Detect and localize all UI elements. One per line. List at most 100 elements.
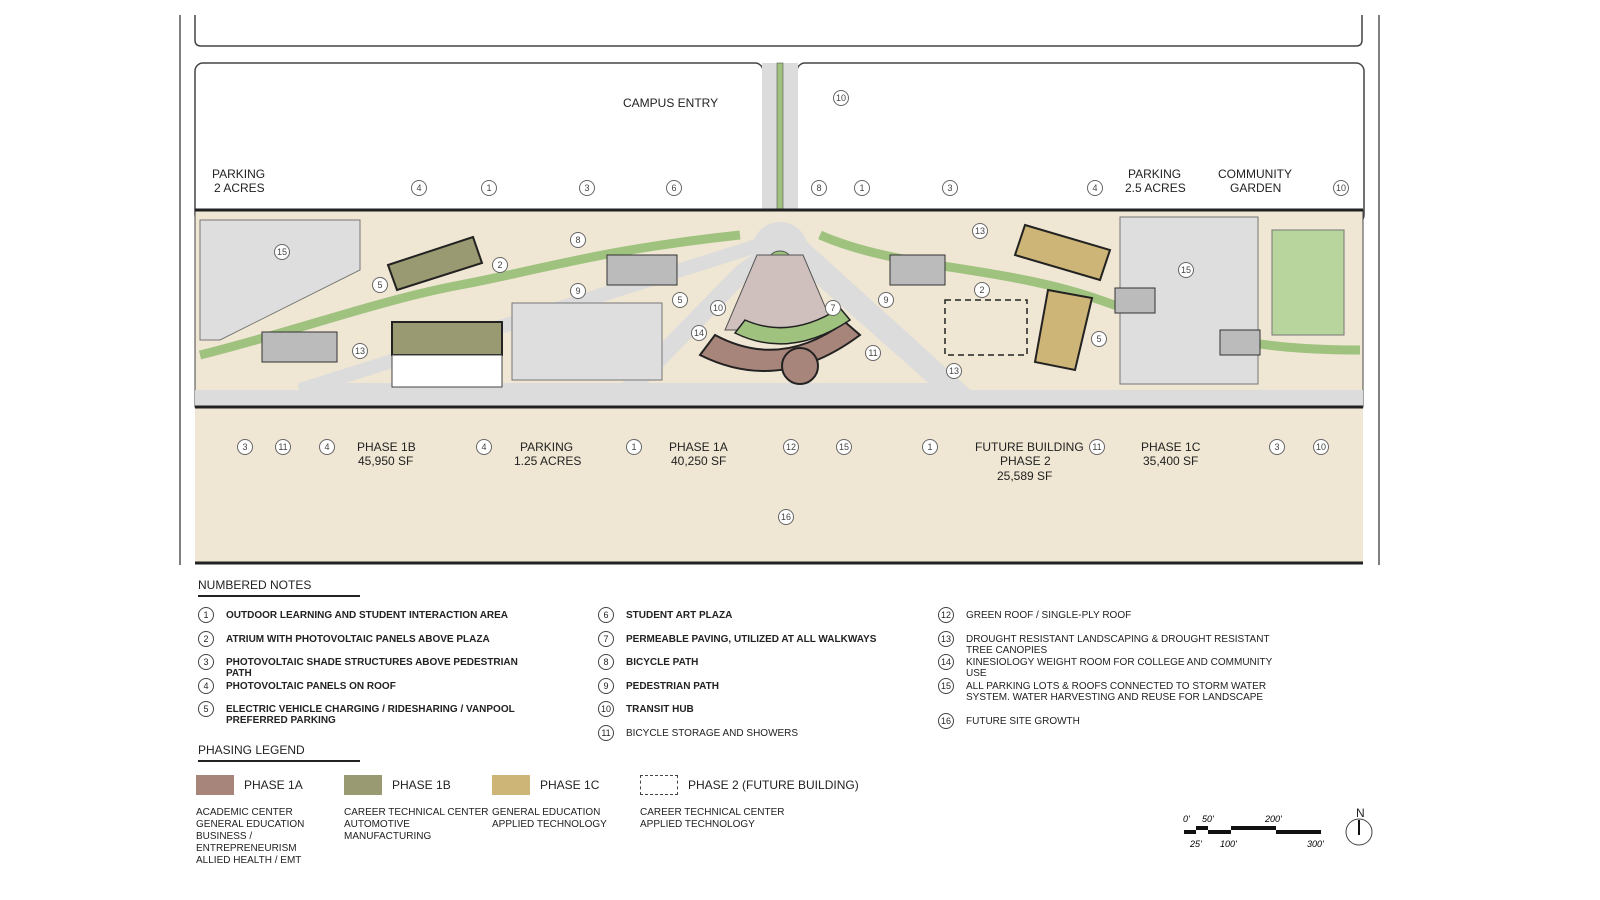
label-phase-1a: PHASE 1A: [669, 440, 728, 454]
north-block: [194, 15, 1363, 47]
note-item: 4 PHOTOVOLTAIC PANELS ON ROOF: [198, 678, 538, 694]
callout-circle: [492, 257, 508, 273]
note-text: PHOTOVOLTAIC SHADE STRUCTURES ABOVE PEDE…: [226, 657, 518, 679]
callout-circle: [710, 300, 726, 316]
note-text: FUTURE SITE GROWTH: [966, 716, 1080, 727]
pv-shade-structure: [1114, 287, 1156, 314]
callout-number: 8: [816, 183, 821, 193]
callout-number: 3: [1274, 442, 1279, 452]
pv-shade-structure: [1219, 329, 1261, 356]
note-text: PHOTOVOLTAIC PANELS ON ROOF: [226, 681, 396, 692]
callout-circle: [319, 439, 335, 455]
phase-name: PHASE 1C: [540, 778, 600, 792]
phase-description: CAREER TECHNICAL CENTER APPLIED TECHNOLO…: [640, 807, 785, 830]
note-text: BICYCLE PATH: [626, 657, 699, 668]
future-growth-area: [195, 407, 1363, 563]
note-number-icon: 6: [598, 607, 614, 623]
callout-number: 11: [1092, 442, 1101, 452]
note-number-icon: 14: [938, 654, 954, 670]
label-phase-1a-sf: 40,250 SF: [671, 454, 726, 468]
note-number-icon: 8: [598, 654, 614, 670]
phase-1c-building-south: [1033, 288, 1094, 372]
callout-number: 11: [868, 348, 877, 358]
future-building-phase-2: [944, 299, 1028, 356]
callout-circle: [865, 345, 881, 361]
callout-circle: [570, 232, 586, 248]
numbered-notes-title: NUMBERED NOTES: [198, 578, 360, 597]
callout-circle: [237, 439, 253, 455]
callout-circle: [1089, 439, 1105, 455]
callout-circle: [372, 277, 388, 293]
callout-number: 6: [671, 183, 676, 193]
callout-circle: [878, 292, 894, 308]
note-text: STUDENT ART PLAZA: [626, 610, 733, 621]
callout-circle: [570, 283, 586, 299]
callout-number: 14: [694, 328, 704, 338]
callout-circle: [942, 180, 958, 196]
phase-name: PHASE 1A: [244, 778, 303, 792]
note-text: KINESIOLOGY WEIGHT ROOM FOR COLLEGE AND …: [966, 657, 1273, 679]
pv-shade-structure: [261, 331, 338, 363]
note-number-icon: 13: [938, 631, 954, 647]
callout-circle: [1269, 439, 1285, 455]
note-number-icon: 16: [938, 713, 954, 729]
note-text: OUTDOOR LEARNING AND STUDENT INTERACTION…: [226, 610, 509, 621]
callout-circle: [825, 300, 841, 316]
label-phase-1b-sf: 45,950 SF: [358, 454, 413, 468]
callout-number: 5: [1096, 334, 1101, 344]
scale-50: 50': [1202, 814, 1214, 824]
callout-circle: [481, 180, 497, 196]
note-text: BICYCLE STORAGE AND SHOWERS: [626, 728, 799, 739]
note-text: DROUGHT RESISTANT LANDSCAPING & DROUGHT …: [966, 634, 1270, 656]
note-item: 14 KINESIOLOGY WEIGHT ROOM FOR COLLEGE AN…: [938, 654, 1278, 679]
callout-number: 4: [324, 442, 329, 452]
callout-circle: [974, 282, 990, 298]
north-west-lot: [194, 62, 764, 224]
callout-number: 1: [486, 183, 491, 193]
phase-name: PHASE 2 (FUTURE BUILDING): [688, 778, 859, 792]
callout-number: 3: [242, 442, 247, 452]
note-text: ELECTRIC VEHICLE CHARGING / RIDESHARING …: [226, 704, 515, 726]
label-parking-25-acres: 2.5 ACRES: [1125, 181, 1186, 195]
callout-circle: [579, 180, 595, 196]
callout-number: 8: [575, 235, 580, 245]
callout-number: 1: [859, 183, 864, 193]
callout-number: 4: [416, 183, 421, 193]
callout-number: 10: [1316, 442, 1326, 452]
callout-circle: [854, 180, 870, 196]
callout-circle: [922, 439, 938, 455]
kinesiology-rotunda: [781, 347, 819, 385]
callout-number: 10: [713, 303, 723, 313]
note-text: PERMEABLE PAVING, UTILIZED AT ALL WALKWA…: [626, 634, 877, 645]
callout-circle: [836, 439, 852, 455]
parking-2-acres: [199, 219, 361, 341]
callout-number: 13: [355, 346, 365, 356]
green-roof: [733, 307, 852, 345]
label-parking-25: PARKING: [1128, 167, 1181, 181]
callout-number: 13: [949, 366, 959, 376]
callout-circle: [352, 343, 368, 359]
note-number-icon: 15: [938, 678, 954, 694]
parking-1-25-acres: [511, 302, 663, 381]
callout-circle: [1178, 262, 1194, 278]
label-parking-2-acres: 2 ACRES: [214, 181, 265, 195]
label-garden-2: GARDEN: [1230, 181, 1281, 195]
callout-circle: [1087, 180, 1103, 196]
callout-number: 2: [979, 285, 984, 295]
callout-number: 10: [1336, 183, 1346, 193]
label-parking-125-acres: 1.25 ACRES: [514, 454, 581, 468]
phase-description: GENERAL EDUCATION APPLIED TECHNOLOGY: [492, 807, 607, 830]
label-parking-125: PARKING: [520, 440, 573, 454]
note-number-icon: 4: [198, 678, 214, 694]
callout-number: 9: [575, 286, 580, 296]
callout-number: 11: [278, 442, 287, 452]
pv-shade-structure: [889, 254, 946, 286]
phase-description: CAREER TECHNICAL CENTER AUTOMOTIVE MANUF…: [344, 807, 489, 842]
note-number-icon: 1: [198, 607, 214, 623]
callout-number: 16: [781, 512, 791, 522]
